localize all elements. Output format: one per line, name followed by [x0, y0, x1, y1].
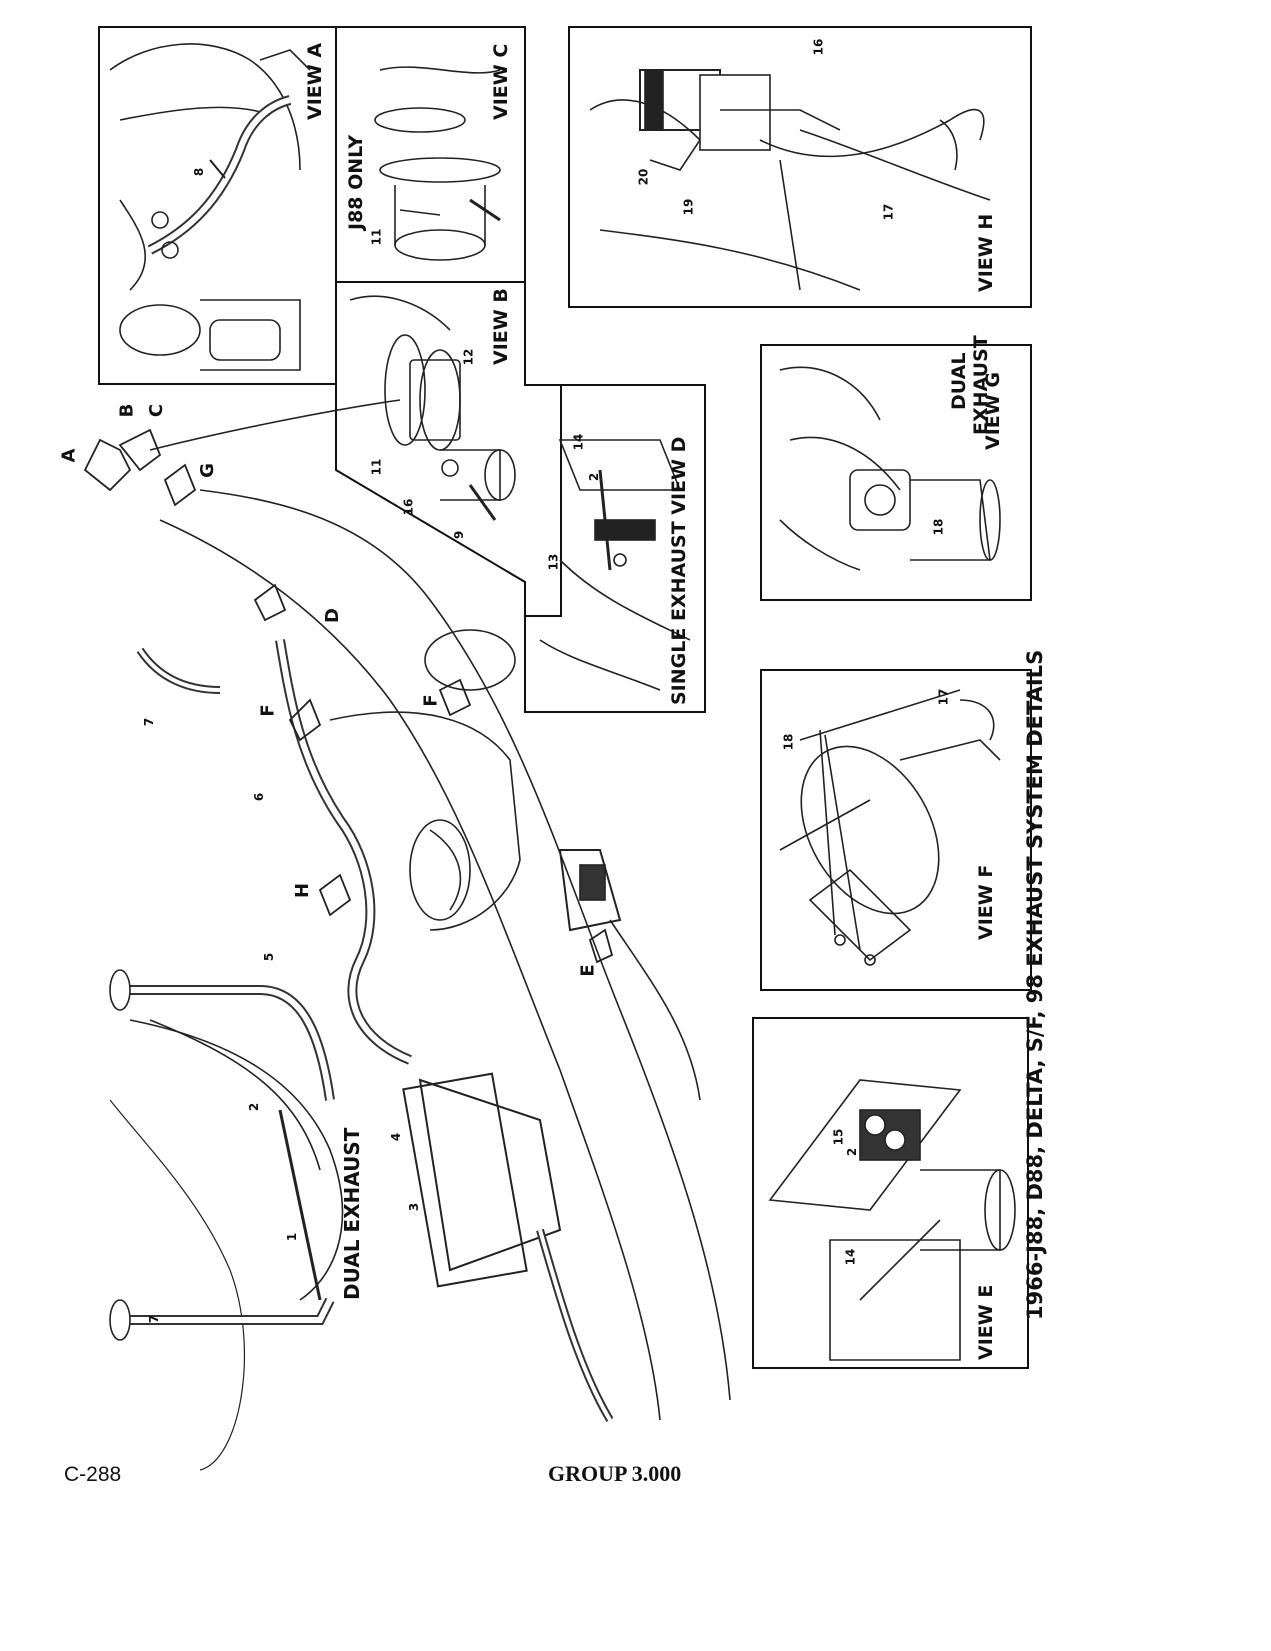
- callout-7-a: 7: [142, 717, 157, 727]
- view-g-note-2: EXHAUST: [970, 335, 992, 435]
- arrow-letter-b: B: [116, 403, 138, 418]
- group-label: GROUP 3.000: [548, 1461, 682, 1486]
- callout-6: 6: [252, 792, 267, 802]
- callout-2-d: 2: [587, 472, 602, 482]
- view-f-label: VIEW F: [975, 864, 997, 940]
- view-c-sketch: [374, 66, 501, 261]
- callout-12: 12: [461, 348, 476, 366]
- callout-20: 20: [636, 168, 651, 186]
- view-e-frame: [752, 1017, 1029, 1369]
- callout-5: 5: [262, 952, 277, 962]
- view-h-sketch: [589, 69, 991, 291]
- callout-16-a: 16: [811, 38, 826, 56]
- view-d-frame: [524, 384, 706, 713]
- callout-13: 13: [546, 553, 561, 571]
- callout-2-e: 2: [845, 1147, 860, 1157]
- view-d-label: SINGLE EXHAUST VIEW D: [668, 436, 690, 705]
- view-a-sketch: [109, 43, 311, 371]
- callout-19: 19: [681, 198, 696, 216]
- callout-2: 2: [247, 1102, 262, 1112]
- view-b-frame: [335, 281, 562, 617]
- callout-15: 15: [831, 1128, 846, 1146]
- callout-8: 8: [192, 167, 207, 177]
- view-a-label: VIEW A: [304, 42, 326, 120]
- arrow-letter-e: E: [577, 964, 599, 977]
- callout-18-b: 18: [931, 518, 946, 536]
- arrow-letter-c: C: [146, 403, 168, 418]
- arrow-letter-f-1: F: [257, 704, 279, 717]
- view-g-sketch: [779, 366, 1001, 571]
- callout-7-b: 7: [147, 1314, 162, 1324]
- arrow-letter-d: D: [321, 608, 343, 623]
- view-g-frame: [760, 344, 1032, 601]
- arrow-letter-g: G: [196, 463, 218, 478]
- view-e-sketch: [768, 1079, 1016, 1361]
- callout-14-b: 14: [843, 1248, 858, 1266]
- callout-17-a: 17: [881, 203, 896, 221]
- dual-exhaust-label: DUAL EXHAUST: [340, 1127, 364, 1300]
- callout-4: 4: [389, 1132, 404, 1142]
- callout-11-b: 11: [369, 458, 384, 476]
- view-e-label: VIEW E: [975, 1284, 997, 1360]
- view-b-sketch: [349, 295, 516, 521]
- callout-17-b: 17: [936, 688, 951, 706]
- view-h-label: VIEW H: [975, 213, 997, 292]
- view-b-label: VIEW B: [490, 288, 512, 365]
- view-g-note-1: DUAL: [948, 352, 970, 410]
- diagram-title: 1966-J88, D88, DELTA, S/F, 98 EXHAUST SY…: [1023, 649, 1047, 1320]
- view-h-frame: [568, 26, 1032, 308]
- callout-16-b: 16: [401, 498, 416, 516]
- callout-18-a: 18: [781, 733, 796, 751]
- view-d-sketch: [539, 439, 691, 691]
- arrow-letter-a: A: [58, 448, 80, 463]
- view-f-frame: [760, 669, 1032, 991]
- arrow-letter-h: H: [292, 882, 314, 899]
- view-f-sketch: [779, 689, 1001, 966]
- view-c-note: J88 ONLY: [345, 134, 367, 230]
- callout-14-a: 14: [571, 433, 586, 451]
- main-exhaust-sketch: [83, 399, 731, 1471]
- arrow-letter-f-2: F: [420, 694, 442, 707]
- view-c-label: VIEW C: [490, 43, 512, 120]
- callout-3: 3: [407, 1202, 422, 1212]
- page-number: C-288: [64, 1463, 122, 1486]
- callout-9: 9: [452, 530, 467, 540]
- callout-1: 1: [285, 1232, 300, 1242]
- callout-11-a: 11: [369, 228, 384, 246]
